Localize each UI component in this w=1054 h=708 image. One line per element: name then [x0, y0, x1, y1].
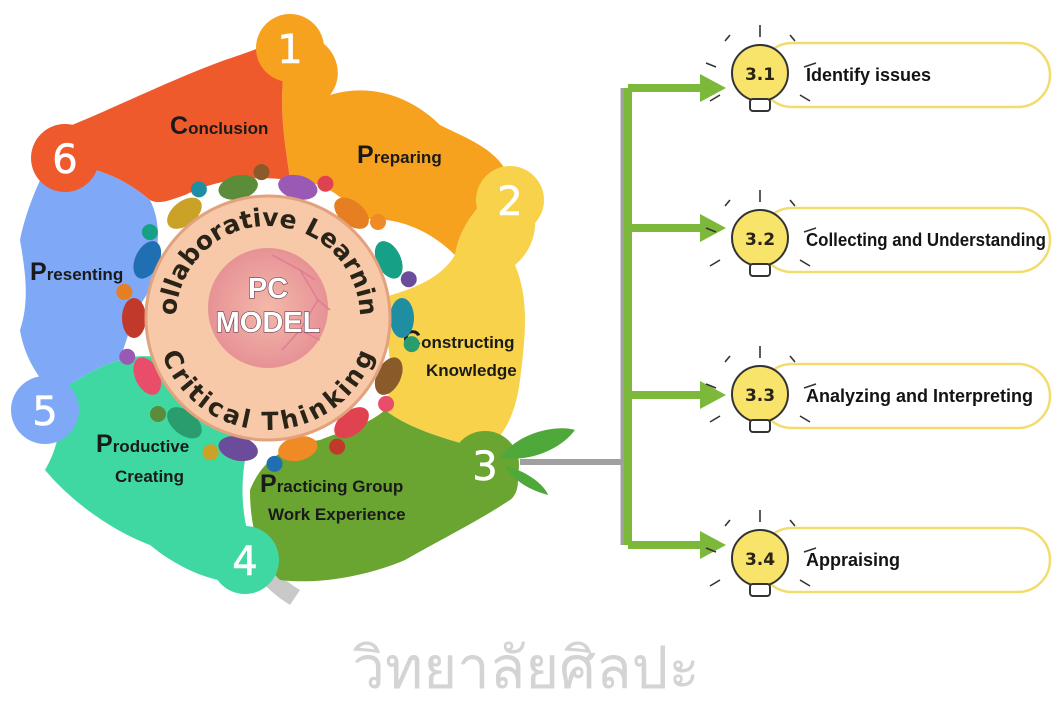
person-icon [390, 298, 414, 338]
light-rays-icon [705, 510, 817, 587]
person-head-icon [141, 224, 158, 241]
person-icon [133, 241, 162, 279]
brain-icon [208, 248, 328, 368]
person-head-icon [116, 283, 133, 300]
person-head-icon [202, 444, 219, 461]
segment-conclusion [43, 35, 290, 203]
badge-step-5: 5 [11, 376, 79, 444]
person-head-icon [266, 455, 283, 472]
substep-label: Identify issues [806, 65, 931, 85]
svg-text:2: 2 [497, 179, 522, 225]
center-title-line1: PC [248, 273, 288, 305]
substep-4: 3.4 Appraising [705, 510, 1052, 597]
substep-number: 3.2 [745, 230, 775, 250]
person-head-icon [378, 395, 395, 412]
person-head-icon [400, 271, 417, 288]
branch-arrowheads [700, 74, 726, 559]
leaf-icon [500, 428, 575, 495]
arrow-icon [700, 74, 726, 102]
badge-step-4: 4 [211, 526, 279, 594]
brain-circuit-icon [271, 254, 331, 351]
svg-text:6: 6 [52, 137, 77, 183]
person-icon [133, 357, 162, 395]
person-icon [278, 436, 318, 462]
substep-number: 3.4 [745, 550, 775, 570]
svg-text:4: 4 [232, 539, 257, 585]
bulb-base-icon [749, 98, 771, 112]
substep-3: 3.3 Analyzing and Interpreting [705, 346, 1052, 433]
person-icon [122, 298, 146, 338]
substep-list: 3.1 Identify issues 3.2 Collecting and Unde… [705, 25, 1052, 597]
person-icon [374, 357, 403, 395]
person-icon [218, 174, 258, 200]
person-head-icon [150, 406, 167, 423]
step-1-label: Preparing [357, 141, 442, 169]
person-head-icon [329, 438, 346, 455]
svg-text:3: 3 [472, 444, 497, 490]
bulb-base-icon [749, 583, 771, 597]
person-icon [218, 436, 258, 462]
substep-label: Analyzing and Interpreting [806, 386, 1033, 406]
arrow-icon [700, 531, 726, 559]
svg-text:5: 5 [32, 389, 57, 435]
substep-label: Collecting and Understanding [806, 230, 1046, 250]
person-icon [278, 174, 318, 200]
segment-preparing [282, 34, 510, 256]
segment-practicing [250, 410, 518, 582]
bulb-base-icon [749, 263, 771, 277]
branch-lines [620, 84, 700, 549]
badge-step-6: 6 [31, 124, 99, 192]
substep-2: 3.2 Collecting and Understanding [705, 190, 1052, 277]
badge-step-1: 1 [256, 14, 324, 82]
person-head-icon [190, 181, 207, 198]
svg-text:1: 1 [277, 27, 302, 73]
light-rays-icon [705, 25, 817, 102]
step-5-label: Presenting [30, 258, 123, 286]
person-icon [374, 241, 403, 279]
light-rays-icon [705, 190, 817, 267]
substep-number: 3.1 [745, 65, 775, 85]
step-4-label: Productive Creating [96, 430, 194, 486]
step-3-label: Practicing Group Work Experience [260, 470, 408, 524]
people-ring [116, 164, 420, 472]
person-head-icon [119, 348, 136, 365]
arrow-icon [700, 381, 726, 409]
step-6-label: Conclusion [170, 112, 268, 140]
person-head-icon [369, 213, 386, 230]
arrow-icon [700, 214, 726, 242]
substep-number: 3.3 [745, 386, 775, 406]
badge-step-2: 2 [476, 166, 544, 234]
segment-constructing [375, 180, 536, 450]
person-head-icon [403, 336, 420, 353]
bulb-base-icon [749, 419, 771, 433]
person-head-icon [253, 164, 270, 181]
badge-step-3: 3 [451, 431, 519, 499]
substep-label: Appraising [806, 550, 900, 570]
watermark-text: วิทยาลัยศิลปะ [352, 634, 699, 702]
center-title-line2: MODEL [216, 307, 321, 339]
light-rays-icon [705, 346, 817, 423]
person-head-icon [317, 175, 334, 192]
segment-presenting [20, 166, 158, 395]
substep-1: 3.1 Identify issues [705, 25, 1052, 112]
